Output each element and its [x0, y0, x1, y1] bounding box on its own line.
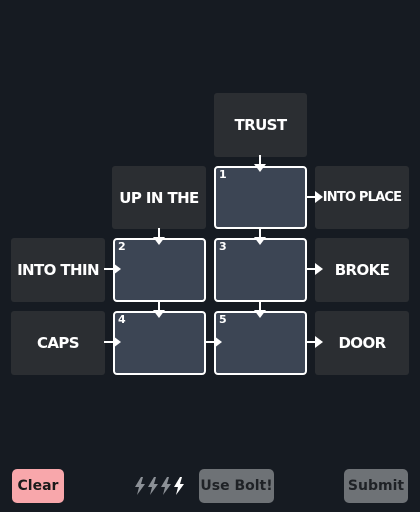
arrow-down-icon: [254, 301, 266, 318]
cell-number: 4: [118, 313, 126, 326]
clue-door: DOOR: [315, 311, 409, 375]
submit-button[interactable]: Submit: [344, 469, 408, 503]
cell-number: 5: [219, 313, 227, 326]
clue-broke: BROKE: [315, 238, 409, 302]
arrow-down-icon: [153, 228, 165, 245]
lightning-bolt-icon: [174, 477, 184, 495]
answer-cell-3[interactable]: 3: [214, 238, 307, 302]
arrow-right-icon: [104, 336, 121, 348]
arrow-down-icon: [254, 228, 266, 245]
cell-number: 3: [219, 240, 227, 253]
answer-cell-5[interactable]: 5: [214, 311, 307, 375]
clue-trust: TRUST: [214, 93, 307, 157]
answer-cell-4[interactable]: 4: [113, 311, 206, 375]
puzzle-board: TRUST UP IN THE INTO PLACE INTO THIN BRO…: [11, 93, 409, 375]
answer-cell-1[interactable]: 1: [214, 166, 307, 229]
arrow-right-icon: [205, 336, 222, 348]
lightning-bolt-icon: [135, 477, 145, 495]
lightning-bolt-icon: [161, 477, 171, 495]
arrow-right-icon: [306, 263, 323, 275]
arrow-down-icon: [254, 155, 266, 172]
answer-cell-2[interactable]: 2: [113, 238, 206, 302]
clue-up-in-the: UP IN THE: [112, 166, 206, 229]
arrow-right-icon: [306, 191, 323, 203]
cell-number: 1: [219, 168, 227, 181]
bolt-counter: [134, 477, 190, 497]
clue-into-thin: INTO THIN: [11, 238, 105, 302]
arrow-right-icon: [306, 336, 323, 348]
arrow-down-icon: [153, 301, 165, 318]
clear-button[interactable]: Clear: [12, 469, 64, 503]
arrow-right-icon: [104, 263, 121, 275]
clue-into-place: INTO PLACE: [315, 166, 409, 229]
footer-toolbar: Clear Use Bolt! Submit: [0, 460, 420, 512]
cell-number: 2: [118, 240, 126, 253]
clue-caps: CAPS: [11, 311, 105, 375]
lightning-bolt-icon: [148, 477, 158, 495]
use-bolt-button[interactable]: Use Bolt!: [199, 469, 274, 503]
